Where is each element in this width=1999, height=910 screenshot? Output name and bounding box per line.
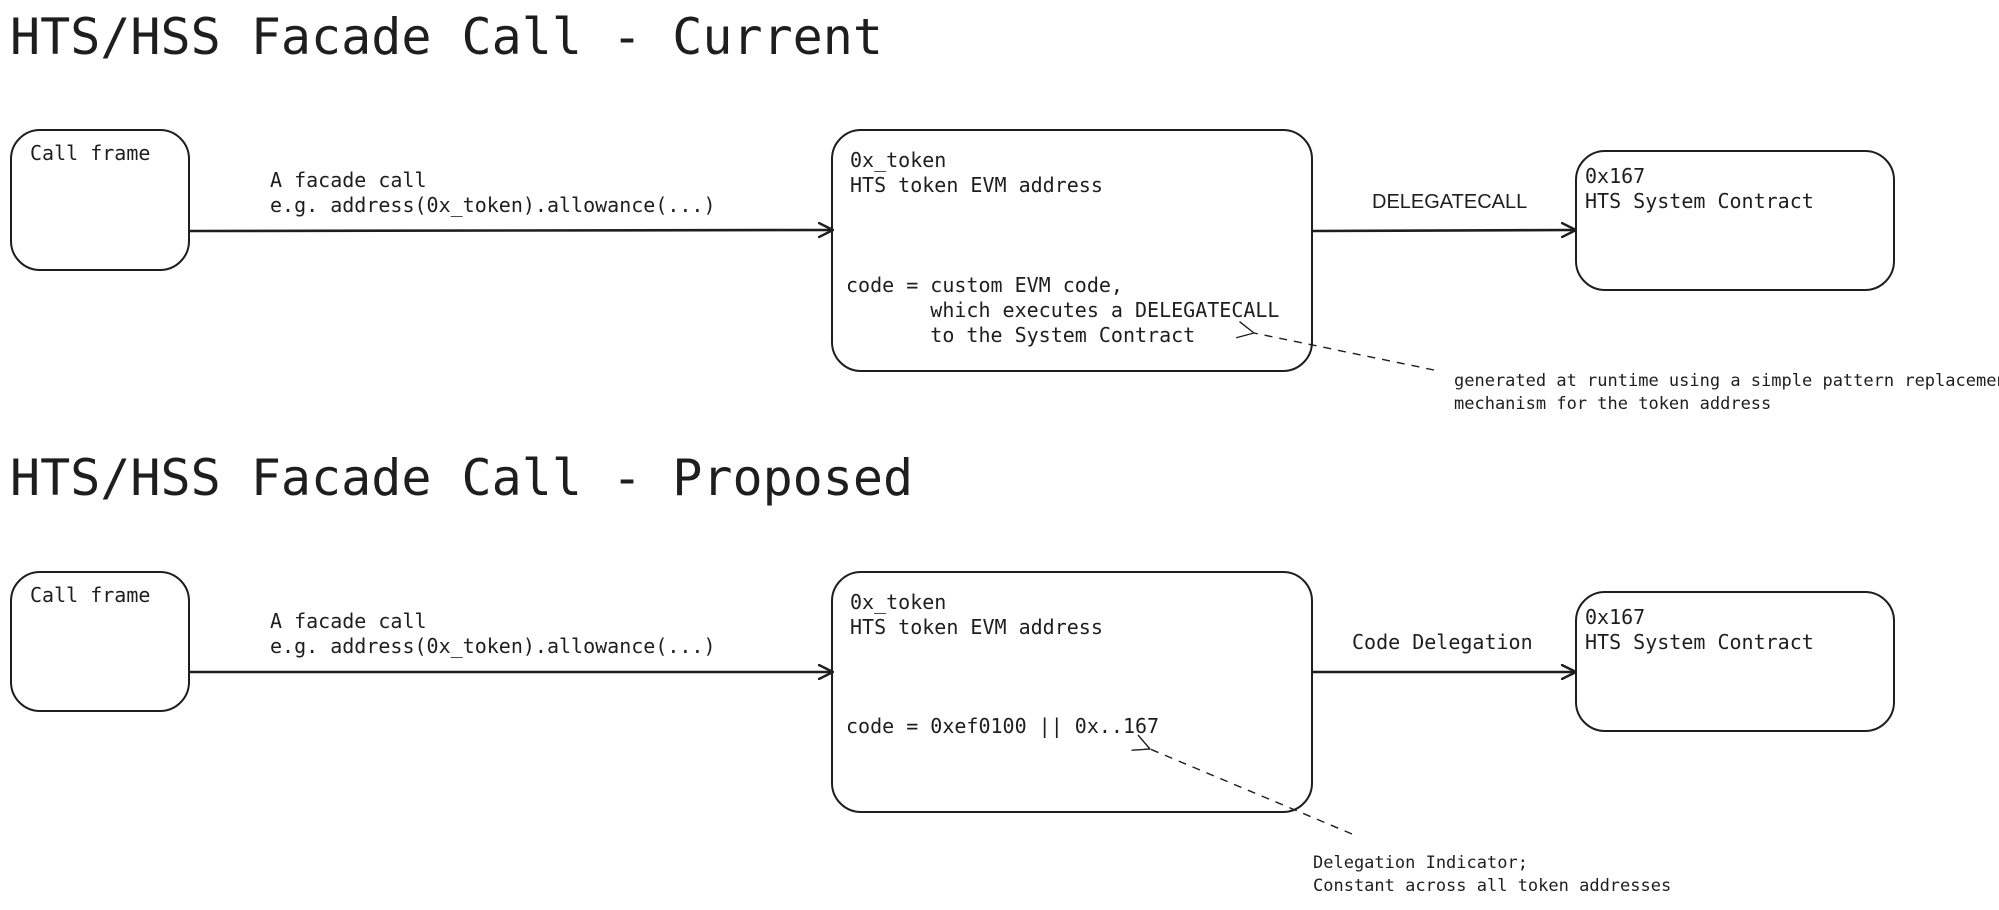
token-code-line-3: to the System Contract	[846, 323, 1196, 347]
facade-call-example-proposed: e.g. address(0x_token).allowance(...)	[270, 634, 716, 658]
system-contract-box-proposed: 0x167 HTS System Contract	[1575, 591, 1895, 732]
token-address-label: 0x_token	[850, 148, 947, 172]
facade-call-label-current: A facade call	[270, 168, 427, 192]
token-code-line-1: code = 0xef0100 || 0x..167	[846, 714, 1160, 738]
system-contract-name: HTS System Contract	[1585, 630, 1814, 654]
token-address-desc: HTS token EVM address	[850, 173, 1103, 197]
token-address-desc: HTS token EVM address	[850, 615, 1103, 639]
token-address-label: 0x_token	[850, 590, 947, 614]
delegatecall-arrow-current	[1312, 230, 1575, 231]
token-code-line-2: which executes a DELEGATECALL	[846, 298, 1280, 322]
token-box-proposed: 0x_token HTS token EVM address code = 0x…	[831, 571, 1313, 813]
token-box-current: 0x_token HTS token EVM address code = cu…	[831, 129, 1313, 372]
call-frame-label: Call frame	[30, 141, 151, 165]
system-contract-box-current: 0x167 HTS System Contract	[1575, 150, 1895, 291]
section-heading-proposed: HTS/HSS Facade Call - Proposed	[10, 449, 914, 507]
token-code-line-1: code = custom EVM code,	[846, 273, 1123, 297]
system-contract-name: HTS System Contract	[1585, 189, 1814, 213]
section-heading-current: HTS/HSS Facade Call - Current	[10, 8, 883, 66]
delegation-indicator-note-line-2: Constant across all token addresses	[1313, 876, 1672, 896]
facade-call-arrow-current	[189, 230, 832, 231]
delegation-indicator-note-line-1: Delegation Indicator;	[1313, 853, 1528, 873]
facade-call-label-proposed: A facade call	[270, 609, 427, 633]
system-contract-address: 0x167	[1585, 605, 1646, 629]
call-frame-label: Call frame	[30, 583, 151, 607]
system-contract-address: 0x167	[1585, 164, 1646, 188]
delegatecall-label: DELEGATECALL	[1372, 191, 1528, 213]
note-pointer-proposed	[1131, 734, 1353, 835]
call-frame-box-current: Call frame	[10, 129, 190, 271]
facade-call-example-current: e.g. address(0x_token).allowance(...)	[270, 193, 716, 217]
runtime-note-line-1: generated at runtime using a simple patt…	[1454, 371, 1999, 391]
note-pointer-current	[1236, 321, 1435, 371]
code-delegation-label: Code Delegation	[1352, 630, 1533, 654]
call-frame-box-proposed: Call frame	[10, 571, 190, 712]
runtime-note-line-2: mechanism for the token address	[1454, 394, 1772, 414]
